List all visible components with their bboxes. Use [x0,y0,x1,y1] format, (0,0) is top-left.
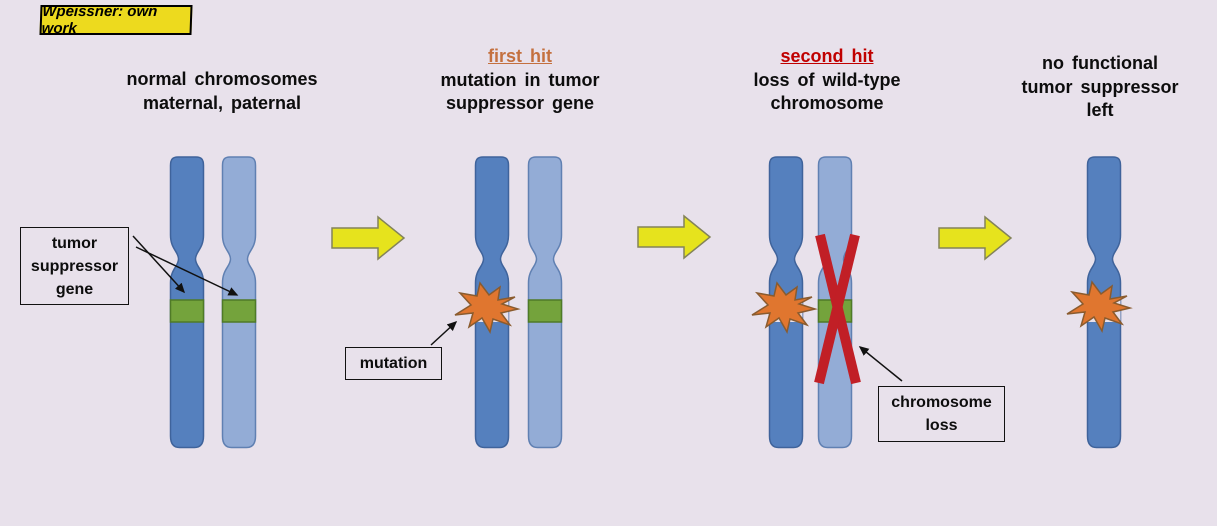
gene-band-paternal-2 [527,299,563,323]
first-hit-label: first hit [488,46,552,66]
panel-title-second-hit: second hit loss of wild-type chromosome [697,45,957,116]
title-line: normal chromosomes [126,69,318,89]
chromosome-loss-cross-stroke-2 [814,233,860,385]
transition-arrow-2 [637,215,711,259]
panel-title-no-functional: no functional tumor suppressor left [980,52,1217,123]
gene-band-maternal-1 [169,299,205,323]
chromosome-loss-label-box: chromosome loss [878,386,1005,442]
gene-band-paternal-1 [221,299,257,323]
watermark-credit: Wpeissner: own work [39,3,193,37]
chromosome-loss-pointer-arrow [858,346,903,382]
label-line: tumor [51,234,98,252]
title-line: mutation in tumor [440,69,600,90]
transition-arrow-3 [938,216,1012,260]
mutation-pointer-arrow [430,320,458,346]
title-line: no functional [1042,53,1158,73]
gene-pointer-arrow-maternal [132,235,186,294]
label-line: chromosome [891,394,992,411]
gene-pointer-arrow-paternal [135,246,239,296]
panel-title-first-hit: first hit mutation in tumor suppressor g… [390,45,650,116]
transition-arrow-1 [331,216,405,260]
panel-title-normal: normal chromosomes maternal, paternal [92,68,352,115]
watermark-text: Wpeissner: own work [41,3,158,37]
tumor-suppressor-gene-label-box: tumor suppressor gene [20,227,129,305]
label-line: gene [55,280,94,298]
title-line: chromosome [770,93,884,113]
title-line: maternal, paternal [142,92,302,113]
label-line: loss [925,417,958,434]
label-line: mutation [359,355,428,372]
mutation-label-box: mutation [345,347,442,380]
title-line: tumor suppressor [1021,76,1179,97]
second-hit-label: second hit [780,46,874,66]
title-line: suppressor gene [445,93,595,113]
title-line: left [1086,100,1114,120]
title-line: loss of wild-type [753,69,901,90]
label-line: suppressor [30,257,119,275]
